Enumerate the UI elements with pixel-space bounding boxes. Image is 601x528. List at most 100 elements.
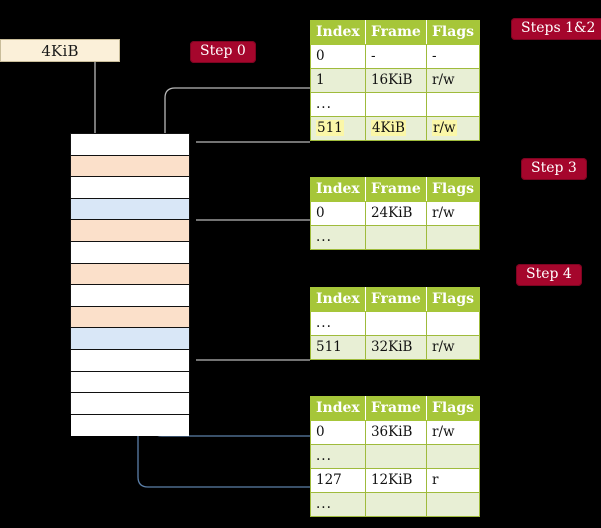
table-cell: r/w (425, 68, 481, 93)
table-cell: 0 (310, 201, 366, 226)
column-header-index: Index (310, 177, 366, 202)
table-cell: - (425, 44, 481, 69)
cell-value: 0 (316, 48, 325, 64)
table-row: 0 - - (310, 44, 481, 69)
memory-row (71, 371, 189, 394)
cell-value: r/w (431, 205, 455, 221)
cell-value: ... (316, 315, 332, 331)
column-header-frame: Frame (364, 396, 427, 421)
column-header-index: Index (310, 20, 366, 45)
cell-value: 32KiB (370, 339, 413, 355)
table-row: ... (310, 225, 481, 250)
table-cell: 4KiB (364, 116, 427, 141)
column-header-frame: Frame (364, 287, 427, 312)
cell-value: r/w (431, 72, 455, 88)
badge-step-4: Step 4 (516, 264, 582, 287)
table-cell (364, 225, 427, 250)
cell-value: 36KiB (370, 424, 413, 440)
table-row: 0 36KiB r/w (310, 420, 481, 445)
badge-steps-1-2: Steps 1&2 (511, 18, 601, 41)
table-cell: 12KiB (364, 468, 427, 493)
cell-value: r/w (431, 120, 457, 136)
cell-value: 511 (316, 120, 344, 136)
table-cell: 24KiB (364, 201, 427, 226)
column-header-flags: Flags (425, 396, 481, 421)
table-cell (425, 311, 481, 336)
table-cell (364, 92, 427, 117)
frame-box-label: 4KiB (41, 41, 79, 60)
memory-row (71, 263, 189, 286)
cell-value: ... (316, 496, 332, 512)
table-cell: 0 (310, 420, 366, 445)
column-header-frame: Frame (364, 20, 427, 45)
memory-row (71, 414, 189, 437)
table-cell: r (425, 468, 481, 493)
badge-step-0: Step 0 (190, 41, 256, 64)
column-header-flags: Flags (425, 287, 481, 312)
table-cell: r/w (425, 420, 481, 445)
cell-value: r (431, 472, 439, 488)
cell-value: 12KiB (370, 472, 413, 488)
table-cell: ... (310, 444, 366, 469)
memory-row (71, 220, 189, 242)
memory-row (71, 328, 189, 350)
frame-box-4kib: 4KiB (0, 39, 120, 62)
memory-row (71, 241, 189, 264)
cell-value: 0 (316, 424, 325, 440)
cell-value: 4KiB (370, 120, 406, 136)
badge-step-3: Step 3 (521, 158, 587, 181)
table-cell: r/w (425, 116, 481, 141)
cell-value: 511 (316, 339, 342, 355)
table-cell: r/w (425, 335, 481, 360)
table-cell: 511 (310, 116, 366, 141)
table-row: ... (310, 311, 481, 336)
memory-column (70, 133, 190, 437)
cell-value: 0 (316, 205, 325, 221)
table-row: ... (310, 492, 481, 517)
cell-value: 127 (316, 472, 342, 488)
table-cell: 32KiB (364, 335, 427, 360)
table-cell (425, 92, 481, 117)
cell-value: - (370, 48, 376, 64)
cell-value: ... (316, 229, 332, 245)
cell-value: 1 (316, 72, 325, 88)
table-cell: 1 (310, 68, 366, 93)
table-cell: 36KiB (364, 420, 427, 445)
memory-row (71, 349, 189, 372)
column-header-flags: Flags (425, 177, 481, 202)
badge-steps-1-2-label: Steps 1&2 (521, 20, 596, 36)
badge-step-4-label: Step 4 (526, 266, 572, 282)
column-header-flags: Flags (425, 20, 481, 45)
cell-value: ... (316, 96, 332, 112)
table-cell: 511 (310, 335, 366, 360)
table-row: ... (310, 444, 481, 469)
memory-row (71, 134, 189, 156)
cell-value: ... (316, 448, 332, 464)
table-cell (425, 492, 481, 517)
memory-row (71, 393, 189, 415)
table-cell (364, 492, 427, 517)
cell-value: - (431, 48, 437, 64)
memory-row (71, 177, 189, 199)
memory-row (71, 285, 189, 307)
cell-value: 16KiB (370, 72, 413, 88)
table-cell: ... (310, 311, 366, 336)
table-cell (364, 311, 427, 336)
cell-value: 24KiB (370, 205, 413, 221)
memory-row (71, 155, 189, 178)
table-row: 511 32KiB r/w (310, 335, 481, 360)
badge-step-0-label: Step 0 (200, 43, 246, 59)
table-cell: ... (310, 492, 366, 517)
table-cell (425, 444, 481, 469)
cell-value: r/w (431, 339, 455, 355)
table-row: 511 4KiB r/w (310, 116, 481, 141)
table-cell: ... (310, 225, 366, 250)
badge-step-3-label: Step 3 (531, 160, 577, 176)
